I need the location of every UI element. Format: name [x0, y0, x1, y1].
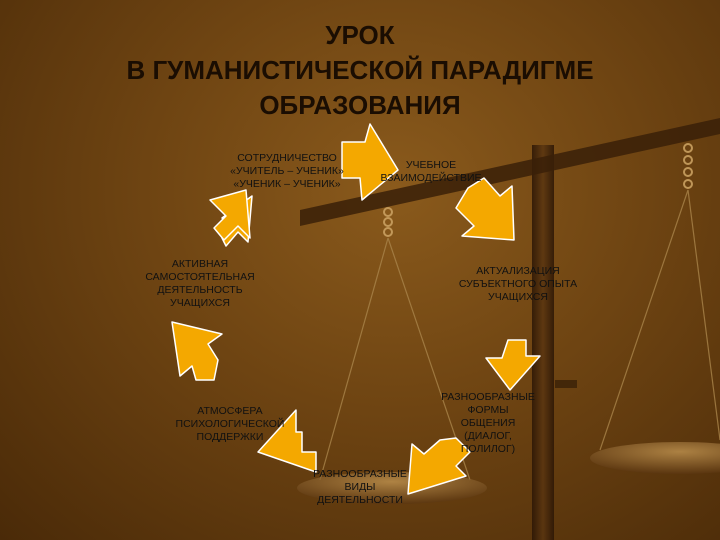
node-experience-line-1: АКТУАЛИЗАЦИЯ: [448, 265, 588, 278]
arrow-6-icon: [172, 322, 222, 380]
node-forms-line-4: (ДИАЛОГ,: [420, 430, 556, 443]
arrow-7b-icon: [210, 190, 250, 240]
node-active-line-3: ДЕЯТЕЛЬНОСТЬ: [130, 284, 270, 297]
node-forms-line-3: ОБЩЕНИЯ: [420, 417, 556, 430]
node-interaction: УЧЕБНОЕ ВЗАИМОДЕЙСТВИЕ: [372, 159, 490, 185]
node-experience-line-3: УЧАЩИХСЯ: [448, 291, 588, 304]
node-forms-line-2: ФОРМЫ: [420, 404, 556, 417]
node-cooperation-line-1: СОТРУДНИЧЕСТВО: [222, 152, 352, 165]
node-forms-line-5: ПОЛИЛОГ): [420, 443, 556, 456]
node-forms: РАЗНООБРАЗНЫЕ ФОРМЫ ОБЩЕНИЯ (ДИАЛОГ, ПОЛ…: [420, 391, 556, 456]
node-atmosphere: АТМОСФЕРА ПСИХОЛОГИЧЕСКОЙ ПОДДЕРЖКИ: [160, 405, 300, 444]
node-atmosphere-line-2: ПСИХОЛОГИЧЕСКОЙ: [160, 418, 300, 431]
node-active-line-1: АКТИВНАЯ: [130, 258, 270, 271]
arrow-2-icon: [456, 178, 514, 240]
node-active: АКТИВНАЯ САМОСТОЯТЕЛЬНАЯ ДЕЯТЕЛЬНОСТЬ УЧ…: [130, 258, 270, 310]
node-cooperation: СОТРУДНИЧЕСТВО «УЧИТЕЛЬ – УЧЕНИК» «УЧЕНИ…: [222, 152, 352, 191]
node-experience: АКТУАЛИЗАЦИЯ СУБЪЕКТНОГО ОПЫТА УЧАЩИХСЯ: [448, 265, 588, 304]
node-atmosphere-line-3: ПОДДЕРЖКИ: [160, 431, 300, 444]
node-atmosphere-line-1: АТМОСФЕРА: [160, 405, 300, 418]
node-forms-line-1: РАЗНООБРАЗНЫЕ: [420, 391, 556, 404]
node-interaction-line-2: ВЗАИМОДЕЙСТВИЕ: [372, 172, 490, 185]
node-activities-line-2: ВИДЫ: [300, 481, 420, 494]
node-active-line-4: УЧАЩИХСЯ: [130, 297, 270, 310]
node-activities-line-3: ДЕЯТЕЛЬНОСТИ: [300, 494, 420, 507]
node-experience-line-2: СУБЪЕКТНОГО ОПЫТА: [448, 278, 588, 291]
node-activities: РАЗНООБРАЗНЫЕ ВИДЫ ДЕЯТЕЛЬНОСТИ: [300, 468, 420, 507]
node-active-line-2: САМОСТОЯТЕЛЬНАЯ: [130, 271, 270, 284]
node-cooperation-line-2: «УЧИТЕЛЬ – УЧЕНИК»: [222, 165, 352, 178]
node-interaction-line-1: УЧЕБНОЕ: [372, 159, 490, 172]
arrow-3-icon: [486, 340, 540, 390]
node-activities-line-1: РАЗНООБРАЗНЫЕ: [300, 468, 420, 481]
node-cooperation-line-3: «УЧЕНИК – УЧЕНИК»: [222, 178, 352, 191]
